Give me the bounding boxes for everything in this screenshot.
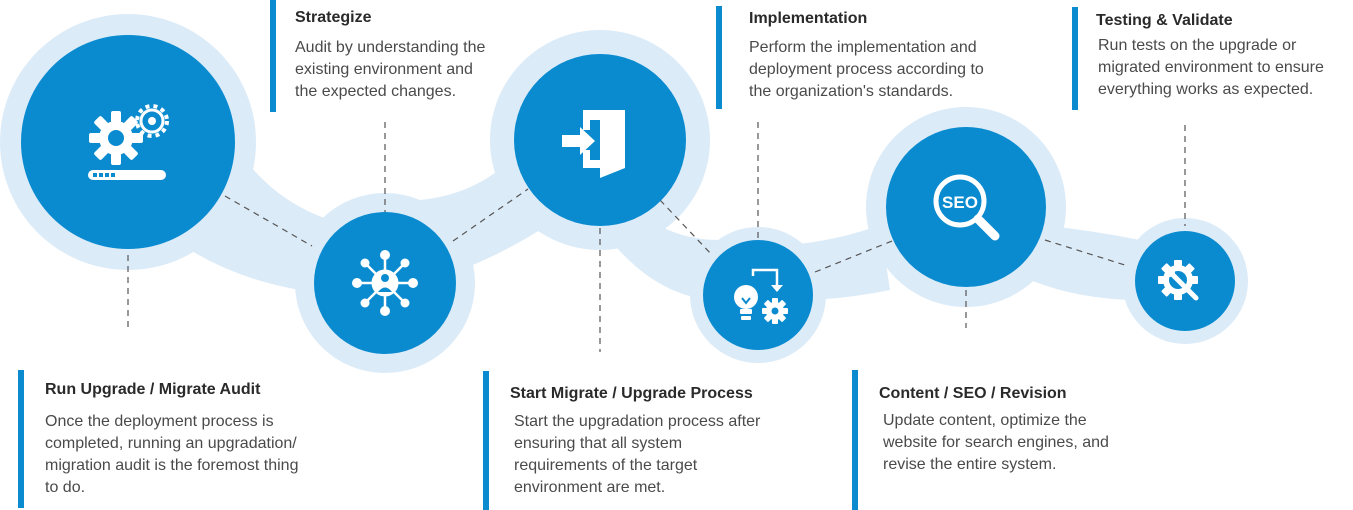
step-5-title: Content / SEO / Revision bbox=[879, 385, 1067, 402]
circle-step-5 bbox=[886, 127, 1046, 287]
connector-3-4 bbox=[659, 199, 713, 256]
connector-5-6 bbox=[1044, 239, 1129, 267]
step-6-text: Testing & Validate Run tests on the upgr… bbox=[1072, 7, 1352, 110]
step-2-accent-bar bbox=[270, 0, 276, 112]
gears-progress-icon bbox=[88, 104, 169, 180]
step-2-text: Strategize Audit by understanding the ex… bbox=[270, 0, 530, 112]
step-1-accent-bar bbox=[18, 370, 24, 508]
seo-label: SEO bbox=[942, 193, 978, 212]
step-1-title: Run Upgrade / Migrate Audit bbox=[45, 381, 261, 398]
step-3-title: Start Migrate / Upgrade Process bbox=[510, 385, 753, 402]
step-2-title: Strategize bbox=[295, 9, 372, 26]
step-4-accent-bar bbox=[716, 6, 722, 109]
gear-wrench-icon bbox=[1158, 260, 1199, 301]
step-5-accent-bar bbox=[852, 370, 858, 510]
halo-bridge-5-6 bbox=[1030, 225, 1140, 300]
step-4-text: Implementation Perform the implementatio… bbox=[716, 6, 1036, 109]
bulb-gear-icon bbox=[734, 268, 788, 324]
step-3-accent-bar bbox=[483, 371, 489, 510]
halo-bridge-2-3 bbox=[420, 165, 540, 270]
step-5-description: Update content, optimize the website for… bbox=[883, 412, 1109, 473]
step-1-text: Run Upgrade / Migrate Audit Once the dep… bbox=[18, 370, 348, 510]
connectors bbox=[127, 122, 1186, 352]
step-3-description: Start the upgradation process after ensu… bbox=[514, 413, 761, 496]
seo-magnifier-icon: SEO bbox=[933, 174, 1000, 241]
step-3-text: Start Migrate / Upgrade Process Start th… bbox=[483, 371, 803, 510]
step-2-description: Audit by understanding the existing envi… bbox=[295, 39, 486, 100]
network-person-icon bbox=[352, 250, 418, 316]
step-1-description: Once the deployment process is completed… bbox=[45, 413, 299, 496]
step-circles bbox=[21, 35, 1235, 354]
step-6-accent-bar bbox=[1072, 7, 1078, 110]
step-4-title: Implementation bbox=[749, 10, 868, 27]
door-enter-icon bbox=[562, 110, 625, 178]
step-4-description: Perform the implementation and deploymen… bbox=[749, 39, 984, 100]
connector-4-5 bbox=[814, 238, 898, 273]
step-5-text: Content / SEO / Revision Update content,… bbox=[852, 370, 1152, 510]
connector-1-2 bbox=[224, 195, 313, 247]
circle-step-4 bbox=[703, 240, 813, 350]
halo-bridge-3-4 bbox=[610, 220, 720, 300]
step-6-description: Run tests on the upgrade or migrated env… bbox=[1098, 37, 1324, 98]
step-6-title: Testing & Validate bbox=[1096, 12, 1233, 29]
connector-2-3 bbox=[452, 188, 529, 242]
